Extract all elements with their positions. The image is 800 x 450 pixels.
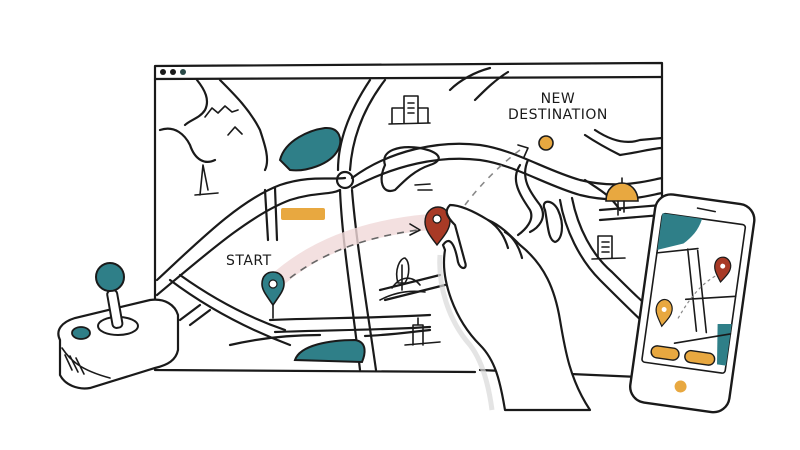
office-building-icon [591, 235, 626, 260]
lake-bottom [293, 338, 366, 364]
lake-top [278, 126, 342, 172]
city-building-icon [388, 95, 431, 125]
destination-label: NEW DESTINATION [508, 91, 608, 123]
window-dot-3[interactable] [180, 69, 186, 75]
current-pin-icon[interactable] [424, 206, 451, 247]
phone-icon[interactable] [628, 192, 756, 414]
mountain-icon [194, 105, 243, 196]
tower-icon [404, 317, 441, 346]
window-dot-1[interactable] [160, 69, 166, 75]
start-label: START [226, 253, 272, 269]
destination-label-line2: DESTINATION [508, 107, 608, 123]
window-dot-2[interactable] [170, 69, 176, 75]
orange-block [281, 208, 325, 220]
forest-outline [542, 200, 564, 244]
start-pin-icon[interactable] [261, 271, 285, 319]
tree-icon [379, 257, 426, 301]
joystick-icon[interactable] [57, 262, 180, 390]
joystick-button[interactable] [71, 326, 91, 340]
pond-outline [380, 146, 440, 193]
phone-button-2[interactable] [684, 349, 716, 366]
route-dashed-1 [289, 229, 419, 279]
destination-dot-icon[interactable] [538, 135, 554, 151]
hand-icon [437, 203, 592, 412]
route-trail [267, 214, 438, 290]
route-dashed-2 [464, 149, 521, 206]
roundabout [335, 170, 355, 190]
destination-label-line1: NEW [540, 91, 576, 107]
map-roads [155, 66, 664, 372]
phone-button-1[interactable] [650, 345, 680, 361]
phone-home-button[interactable] [674, 380, 688, 394]
umbrella-icon [605, 177, 639, 216]
